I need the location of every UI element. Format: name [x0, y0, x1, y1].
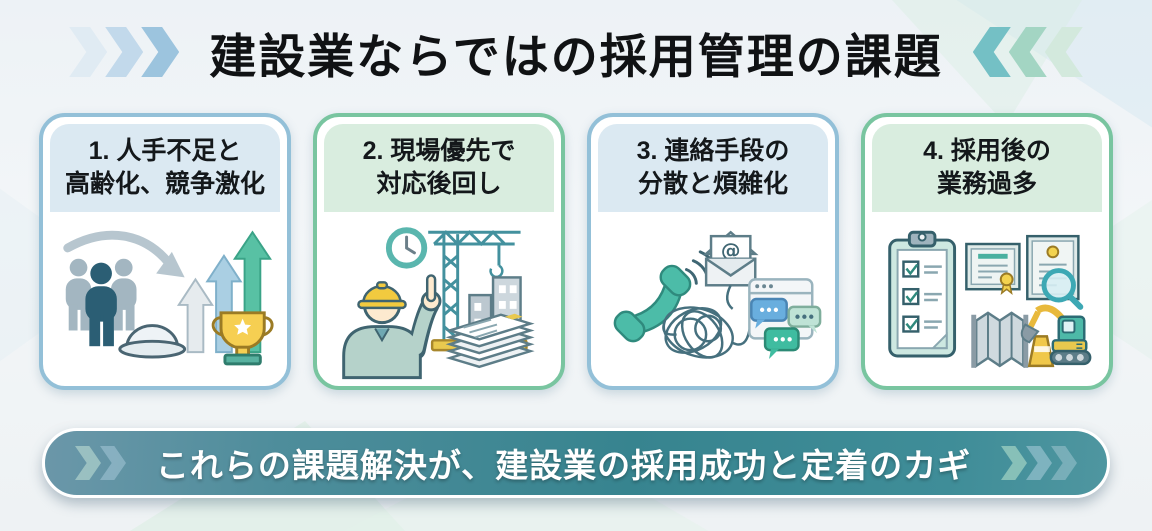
post-hire-workload-icon — [888, 230, 1092, 369]
chevron-right-icon — [69, 27, 108, 77]
declining-workforce-illustration — [43, 216, 287, 386]
license-magnifier-icon — [1026, 234, 1084, 310]
chevron-right-icon — [1026, 446, 1052, 480]
hard-hat-icon — [118, 324, 187, 359]
chevron-right-icon — [105, 27, 144, 77]
card-2-site-priority: 2. 現場優先で 対応後回し — [313, 113, 565, 390]
card-title-line: 1. 人手不足と — [88, 136, 242, 165]
card-title-line: 高齢化、競争激化 — [64, 170, 265, 198]
chevron-left-icon — [972, 27, 1011, 77]
excavator-icon — [1020, 304, 1092, 368]
site-first-illustration — [317, 216, 561, 386]
people-group-icon — [65, 258, 137, 331]
card-3-title: 3. 連絡手段の 分散と煩雑化 — [598, 124, 828, 212]
banner-text: これらの課題解決が、建設業の採用成功と定着のカギ — [155, 447, 972, 484]
banner-left-chevrons-icon — [75, 446, 126, 480]
checklist-clipboard-icon — [888, 230, 957, 358]
post-hire-workload-illustration — [865, 216, 1109, 386]
card-title-line: 4. 採用後の — [923, 136, 1051, 165]
site-barrier-icon — [971, 311, 1029, 369]
rising-arrows-icon — [176, 230, 272, 354]
challenge-cards-row: 1. 人手不足と 高齢化、競争激化 — [0, 113, 1152, 390]
tower-crane-icon — [428, 230, 521, 341]
title-row: 建設業ならではの採用管理の課題 — [0, 12, 1152, 92]
card-title-line: 2. 現場優先で — [362, 136, 516, 165]
chevron-right-icon — [100, 446, 126, 480]
scattered-communication-icon: @ — [613, 230, 822, 359]
chevron-right-icon — [141, 27, 180, 77]
certificate-ribbon-icon — [965, 242, 1021, 295]
site-first-icon — [342, 227, 535, 380]
card-title-line: 分散と煩雑化 — [637, 170, 788, 198]
scattered-communication-illustration: @ — [591, 216, 835, 386]
declining-workforce-icon — [63, 230, 274, 366]
banner-right-chevrons-icon — [1001, 446, 1077, 480]
chat-window-icon — [748, 278, 822, 359]
email-envelope-icon: @ — [702, 230, 759, 287]
title-left-chevrons-icon — [69, 27, 180, 77]
conclusion-banner: これらの課題解決が、建設業の採用成功と定着のカギ — [42, 428, 1110, 498]
card-1-labor-shortage: 1. 人手不足と 高齢化、競争激化 — [39, 113, 291, 390]
page-title: 建設業ならではの採用管理の課題 — [209, 29, 943, 83]
phone-handset-icon — [613, 264, 692, 343]
chevron-right-icon — [1051, 446, 1077, 480]
chevron-right-icon — [75, 446, 101, 480]
title-right-chevrons-icon — [972, 27, 1083, 77]
trophy-icon — [211, 311, 274, 366]
card-2-title: 2. 現場優先で 対応後回し — [324, 124, 554, 212]
card-title-line: 3. 連絡手段の — [636, 136, 790, 165]
card-title-line: 業務過多 — [936, 170, 1037, 198]
card-4-post-hire-workload: 4. 採用後の 業務過多 — [861, 113, 1113, 390]
card-title-line: 対応後回し — [376, 170, 502, 198]
chevron-right-icon — [1001, 446, 1027, 480]
card-4-title: 4. 採用後の 業務過多 — [872, 124, 1102, 212]
clock-icon — [385, 227, 428, 269]
chevron-left-icon — [1044, 27, 1083, 77]
worker-pointing-icon — [342, 274, 442, 380]
svg-text:@: @ — [721, 239, 741, 262]
chevron-left-icon — [1008, 27, 1047, 77]
card-3-communication: 3. 連絡手段の 分散と煩雑化 — [587, 113, 839, 390]
paper-stack-icon — [445, 313, 535, 369]
card-1-title: 1. 人手不足と 高齢化、競争激化 — [50, 124, 280, 212]
decline-arrow-icon — [63, 230, 176, 271]
